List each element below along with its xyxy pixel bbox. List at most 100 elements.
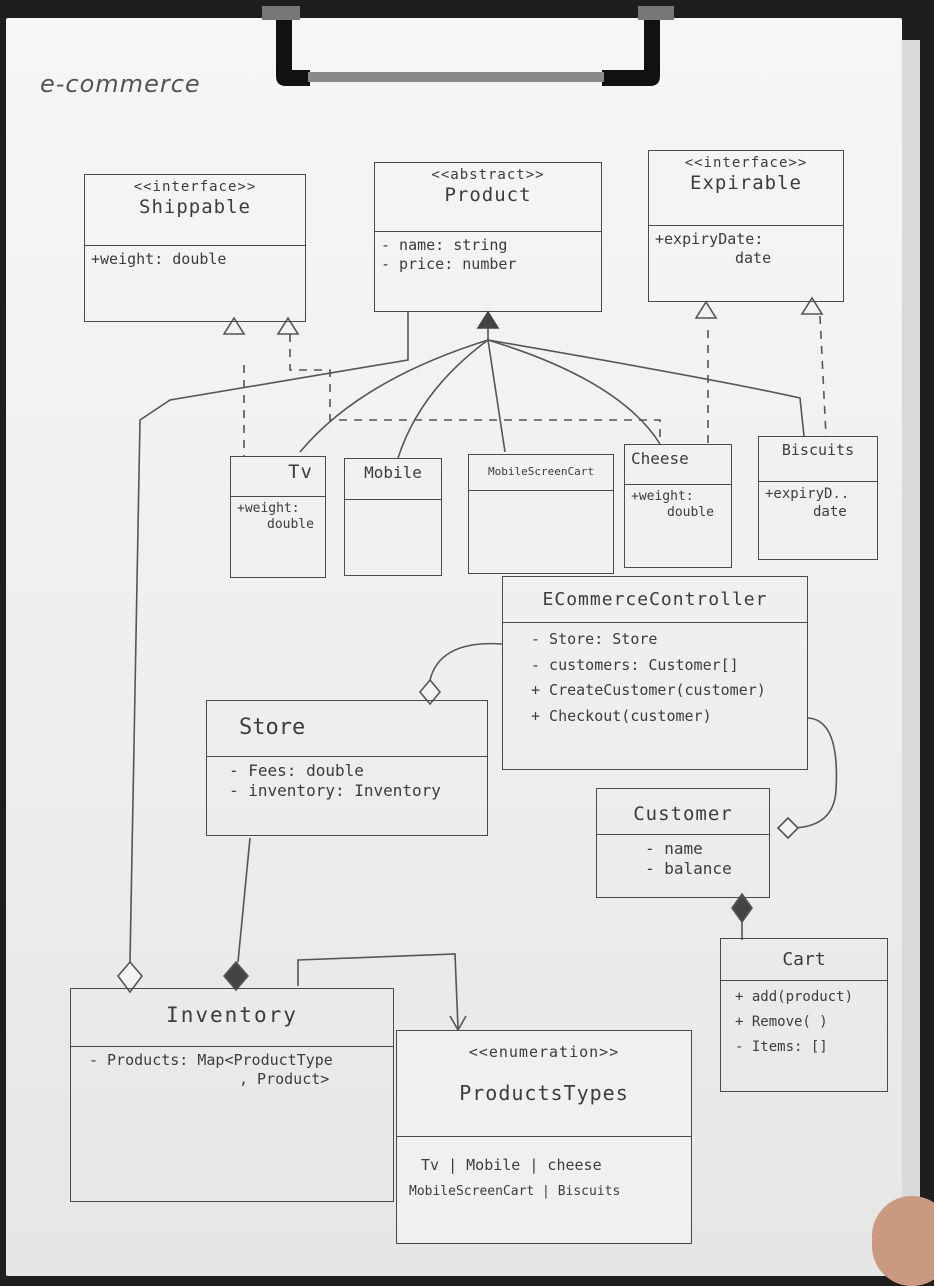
class-name: Store: [207, 701, 487, 757]
tv-extends-product: [299, 339, 489, 453]
class-name: Shippable: [139, 195, 251, 218]
shippable-triangle-2: [276, 316, 300, 335]
attribute: +weight:: [237, 501, 300, 516]
aggregation-diamond-store: [418, 678, 442, 706]
attribute-list: +weight: double: [85, 246, 305, 273]
attribute-list: +expiryD.. date: [759, 482, 877, 525]
method: + Remove( ): [735, 1014, 828, 1031]
controller-aggregates-store: [429, 642, 503, 681]
class-expirable: <<interface>> Expirable +expiryDate: dat…: [648, 150, 844, 302]
class-mobile: Mobile: [344, 458, 442, 576]
attribute: - Fees: double: [229, 761, 364, 780]
composition-diamond-inventory: [222, 960, 250, 992]
attribute: - inventory: Inventory: [229, 781, 441, 800]
attribute-list: + add(product) + Remove( ) - Items: []: [721, 981, 887, 1065]
class-product-header: <<abstract>> Product: [375, 163, 601, 232]
class-tv: Tv +weight: double: [230, 456, 326, 578]
attribute-type: double: [667, 505, 714, 521]
stereotype-label: <<abstract>>: [431, 167, 545, 183]
cheese-extends-product: [487, 339, 661, 445]
diagram-title: e-commerce: [40, 70, 201, 98]
attribute-type: double: [267, 517, 314, 533]
class-producttypes: <<enumeration>> ProductsTypes Tv | Mobil…: [396, 1030, 692, 1244]
controller-aggregates-customer: [789, 717, 838, 829]
mobilescreencart-extends-product: [487, 339, 506, 453]
attribute: - name: string: [381, 236, 508, 254]
class-product: <<abstract>> Product - name: string - pr…: [374, 162, 602, 312]
expirable-triangle-2: [800, 296, 824, 315]
attribute-type: date: [813, 503, 847, 520]
biscuits-extends-product: [487, 339, 805, 437]
class-name: Customer: [597, 789, 769, 835]
inventory-uses-producttypes: [297, 953, 459, 1029]
attribute: - Products: Map<ProductType: [89, 1051, 333, 1069]
attribute: - balance: [645, 859, 732, 878]
inventory-aggregates-product: [129, 312, 409, 963]
class-name: Expirable: [690, 171, 802, 194]
aggregation-diamond-customer: [776, 816, 800, 840]
store-composes-inventory: [237, 837, 251, 963]
attribute-list: - Store: Store - customers: Customer[] +…: [503, 623, 807, 733]
attribute-list: - Products: Map<ProductType , Product>: [71, 1047, 393, 1093]
enum-value-line: Tv | Mobile | cheese: [421, 1156, 602, 1174]
cheese-realizes-shippable: [289, 334, 661, 444]
class-ecommercecontroller: ECommerceController - Store: Store - cus…: [502, 576, 808, 770]
shippable-triangle-1: [222, 316, 246, 335]
class-name: Mobile: [345, 459, 441, 500]
class-name: Tv: [231, 457, 325, 497]
method: + add(product): [735, 989, 854, 1005]
class-customer: Customer - name - balance: [596, 788, 770, 898]
expirable-triangle-1: [694, 300, 718, 319]
biscuits-realizes-expirable: [819, 315, 827, 437]
enum-values: Tv | Mobile | cheese MobileScreenCart | …: [397, 1137, 691, 1204]
stereotype-label: <<enumeration>>: [468, 1043, 620, 1061]
class-producttypes-header: <<enumeration>> ProductsTypes: [397, 1031, 691, 1137]
attribute: - name: [645, 839, 703, 858]
class-shippable-header: <<interface>> Shippable: [85, 175, 305, 246]
attribute-list: +weight: double: [625, 485, 731, 526]
class-name: Biscuits: [759, 437, 877, 482]
class-mobilescreencart: MobileScreenCart: [468, 454, 614, 574]
attribute: - price: number: [381, 254, 517, 273]
attribute: +expiryD..: [765, 486, 850, 502]
class-cart: Cart + add(product) + Remove( ) - Items:…: [720, 938, 888, 1092]
class-name: MobileScreenCart: [469, 455, 613, 491]
class-biscuits: Biscuits +expiryD.. date: [758, 436, 878, 560]
class-name: ProductsTypes: [459, 1081, 629, 1105]
aggregation-diamond-inventory: [116, 960, 144, 994]
class-name: Cart: [721, 939, 887, 981]
attribute-list: +expiryDate: date: [649, 226, 843, 272]
stereotype-label: <<interface>>: [133, 179, 257, 195]
attribute-list: - name: string - price: number: [375, 232, 601, 278]
method: + CreateCustomer(customer): [531, 681, 766, 699]
class-name: Inventory: [71, 989, 393, 1047]
class-store: Store - Fees: double - inventory: Invent…: [206, 700, 488, 836]
attribute-list: - name - balance: [597, 835, 769, 883]
class-name: Product: [444, 183, 532, 206]
class-cheese: Cheese +weight: double: [624, 444, 732, 568]
attribute-list: - Fees: double - inventory: Inventory: [207, 757, 487, 805]
method: + Checkout(customer): [531, 706, 712, 725]
enum-value-line: MobileScreenCart | Biscuits: [409, 1183, 621, 1199]
attribute: - Items: []: [735, 1039, 828, 1056]
attribute: - customers: Customer[]: [531, 655, 739, 674]
attribute-continued: , Product>: [239, 1069, 330, 1088]
stereotype-label: <<interface>>: [684, 155, 808, 171]
class-expirable-header: <<interface>> Expirable: [649, 151, 843, 226]
class-name: ECommerceController: [503, 577, 807, 623]
attribute: +weight: double: [91, 250, 227, 268]
attribute: +weight:: [631, 489, 694, 504]
clipboard-clip: [262, 6, 674, 86]
mobile-extends-product: [397, 339, 489, 459]
attribute: +expiryDate:: [655, 230, 764, 248]
class-inventory: Inventory - Products: Map<ProductType , …: [70, 988, 394, 1202]
generalization-arrowhead: [476, 310, 500, 329]
attribute-type: date: [735, 248, 772, 267]
thumb: [872, 1196, 934, 1286]
class-name: Cheese: [625, 445, 731, 485]
composition-diamond-cart: [731, 892, 753, 924]
attribute-list: +weight: double: [231, 497, 325, 538]
attribute: - Store: Store: [531, 630, 658, 648]
class-shippable: <<interface>> Shippable +weight: double: [84, 174, 306, 322]
